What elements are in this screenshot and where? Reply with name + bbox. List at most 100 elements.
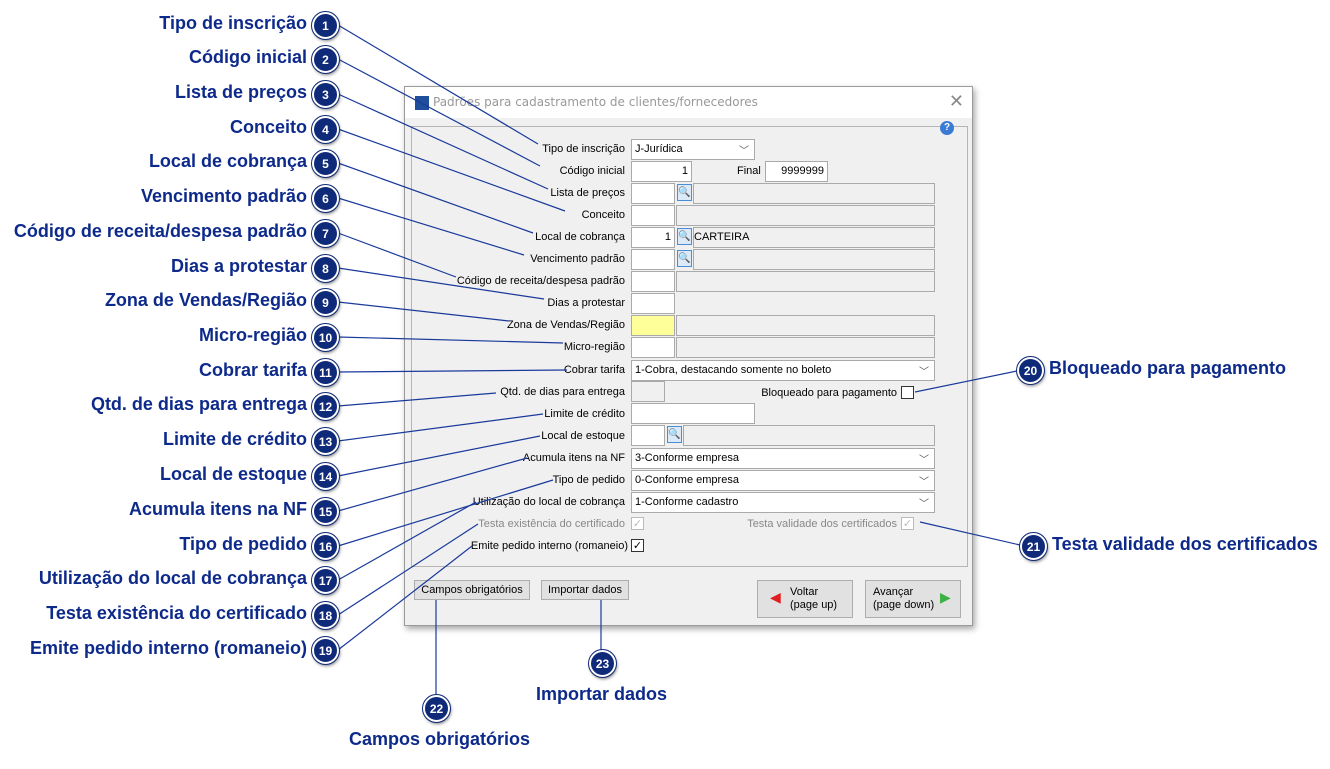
label-zona-vendas: Zona de Vendas/Região <box>506 319 625 331</box>
label-conceito: Conceito <box>581 209 625 221</box>
label-testa-existencia: Testa existência do certificado <box>478 518 625 530</box>
codigo-inicial-input[interactable]: 1 <box>631 161 692 182</box>
label-emite-pedido: Emite pedido interno (romaneio) <box>470 540 628 552</box>
zona-vendas-input[interactable] <box>631 315 675 336</box>
bloqueado-pagamento-checkbox[interactable] <box>901 386 914 399</box>
label-vencimento-padrao: Vencimento padrão <box>530 253 625 265</box>
cobrar-tarifa-select[interactable]: 1-Cobra, destacando somente no boleto﹀ <box>631 360 935 381</box>
micro-regiao-input[interactable] <box>631 337 675 358</box>
callout-badge: 14 <box>311 462 340 491</box>
local-cobranca-input[interactable]: 1 <box>631 227 675 248</box>
callout-badge: 16 <box>311 532 340 561</box>
tipo-pedido-value: 0-Conforme empresa <box>635 474 739 486</box>
local-estoque-input[interactable] <box>631 425 665 446</box>
conceito-desc <box>676 205 935 226</box>
search-icon[interactable]: 🔍 <box>677 228 692 245</box>
callout-label: Tipo de inscrição <box>159 13 307 33</box>
callout-badge: 3 <box>311 80 340 109</box>
label-codigo-inicial: Código inicial <box>559 165 625 177</box>
callout-label: Emite pedido interno (romaneio) <box>29 638 307 658</box>
codigo-final-input[interactable]: 9999999 <box>765 161 828 182</box>
conceito-input[interactable] <box>631 205 675 226</box>
callout-label: Micro-região <box>198 325 307 345</box>
callout-badge: 11 <box>311 358 340 387</box>
callout-label: Código inicial <box>188 47 307 67</box>
callout-label: Dias a protestar <box>170 256 307 276</box>
label-lista-precos: Lista de preços <box>550 187 625 199</box>
help-icon[interactable]: ? <box>940 121 954 135</box>
callout-badge: 18 <box>311 601 340 630</box>
label-final: Final <box>737 165 761 177</box>
callout-label: Local de cobrança <box>148 151 307 171</box>
vencimento-padrao-input[interactable] <box>631 249 675 270</box>
acumula-itens-value: 3-Conforme empresa <box>635 452 739 464</box>
arrow-right-icon: ▶ <box>940 589 951 605</box>
dialog-title: Padrões para cadastramento de clientes/f… <box>433 95 758 109</box>
callout-badge: 9 <box>311 288 340 317</box>
voltar-label: Voltar <box>790 586 819 598</box>
voltar-button[interactable]: ◀ Voltar (page up) <box>757 580 853 618</box>
zona-vendas-desc <box>676 315 935 336</box>
importar-dados-button[interactable]: Importar dados <box>541 580 629 600</box>
callout-badge: 20 <box>1016 356 1045 385</box>
callout-label: Tipo de pedido <box>179 534 307 554</box>
callout-badge: 1 <box>311 11 340 40</box>
label-tipo-pedido: Tipo de pedido <box>552 474 625 486</box>
testa-validade-checkbox[interactable]: ✓ <box>901 517 914 530</box>
form-panel <box>411 126 968 567</box>
avancar-button[interactable]: ▶ Avançar (page down) <box>865 580 961 618</box>
micro-regiao-desc <box>676 337 935 358</box>
label-local-estoque: Local de estoque <box>541 430 625 442</box>
codigo-receita-input[interactable] <box>631 271 675 292</box>
label-utilizacao-local: Utilização do local de cobrança <box>472 496 625 508</box>
callout-badge: 21 <box>1019 532 1048 561</box>
dias-protestar-input[interactable] <box>631 293 675 314</box>
limite-credito-input[interactable] <box>631 403 755 424</box>
testa-existencia-checkbox[interactable]: ✓ <box>631 517 644 530</box>
chevron-down-icon: ﹀ <box>739 146 749 157</box>
cobrar-tarifa-value: 1-Cobra, destacando somente no boleto <box>635 364 832 376</box>
label-limite-credito: Limite de crédito <box>544 408 625 420</box>
callout-label: Acumula itens na NF <box>128 499 307 519</box>
close-icon[interactable]: ✕ <box>948 91 964 112</box>
callout-label: Código de receita/despesa padrão <box>13 221 307 241</box>
label-tipo-inscricao: Tipo de inscrição <box>542 143 625 155</box>
callout-badge: 15 <box>311 497 340 526</box>
emite-pedido-checkbox[interactable]: ✓ <box>631 539 644 552</box>
label-bloqueado-pagamento: Bloqueado para pagamento <box>761 387 897 399</box>
label-qtd-dias-entrega: Qtd. de dias para entrega <box>500 386 625 398</box>
tipo-inscricao-value: J-Jurídica <box>635 143 683 155</box>
search-icon[interactable]: 🔍 <box>677 250 692 267</box>
qtd-dias-entrega-input <box>631 381 665 402</box>
avancar-sublabel: (page down) <box>873 599 935 611</box>
callout-label: Qtd. de dias para entrega <box>90 394 307 414</box>
chevron-down-icon: ﹀ <box>919 477 929 488</box>
lista-precos-desc <box>693 183 935 204</box>
callout-badge: 2 <box>311 45 340 74</box>
callout-label: Conceito <box>229 117 307 137</box>
label-local-cobranca: Local de cobrança <box>535 231 625 243</box>
campos-obrigatorios-button[interactable]: Campos obrigatórios <box>414 580 530 600</box>
callout-label: Lista de preços <box>174 82 307 102</box>
callout-badge: 12 <box>311 392 340 421</box>
search-icon[interactable]: 🔍 <box>677 184 692 201</box>
acumula-itens-select[interactable]: 3-Conforme empresa﹀ <box>631 448 935 469</box>
callout-badge: 5 <box>311 149 340 178</box>
label-codigo-receita: Código de receita/despesa padrão <box>456 275 625 287</box>
tipo-inscricao-select[interactable]: J-Jurídica ﹀ <box>631 139 755 160</box>
tipo-pedido-select[interactable]: 0-Conforme empresa ﹀ <box>631 470 935 491</box>
local-cobranca-desc: CARTEIRA <box>693 227 935 248</box>
label-dias-protestar: Dias a protestar <box>547 297 625 309</box>
vencimento-padrao-desc <box>693 249 935 270</box>
callout-badge: 19 <box>311 636 340 665</box>
callout-badge: 6 <box>311 184 340 213</box>
callout-label: Limite de crédito <box>162 429 307 449</box>
callout-label: Zona de Vendas/Região <box>104 290 307 310</box>
search-icon[interactable]: 🔍 <box>667 426 682 443</box>
callout-badge: 4 <box>311 115 340 144</box>
callout-label: Testa validade dos certificados <box>1052 534 1318 554</box>
label-testa-validade: Testa validade dos certificados <box>747 518 897 530</box>
callout-label: Local de estoque <box>159 464 307 484</box>
lista-precos-input[interactable] <box>631 183 675 204</box>
utilizacao-local-select[interactable]: 1-Conforme cadastro﹀ <box>631 492 935 513</box>
